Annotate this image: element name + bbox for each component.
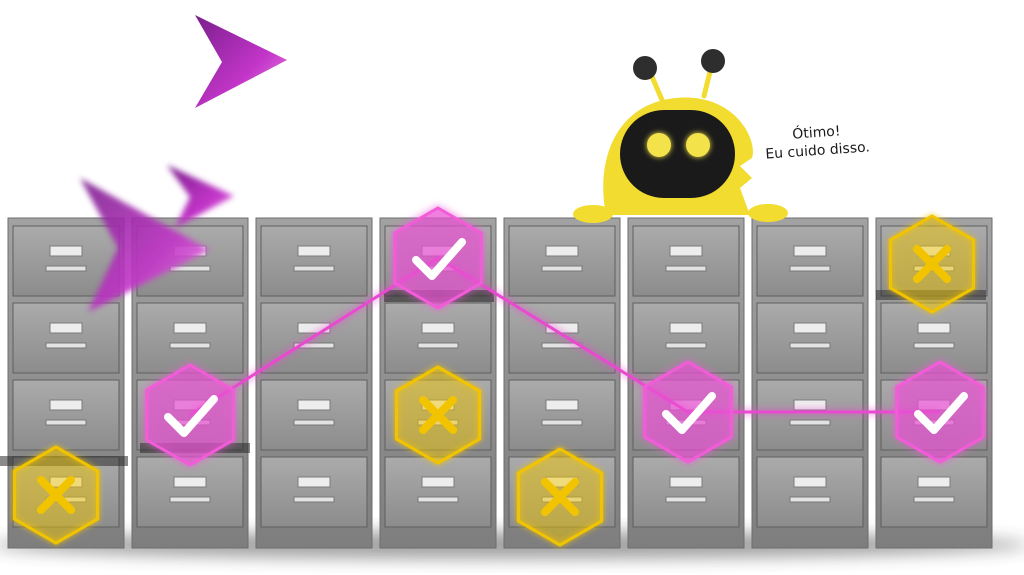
drawer-label-slot xyxy=(545,399,579,411)
drawer-handle xyxy=(913,342,955,349)
drawer xyxy=(756,225,864,297)
drawer-label-slot xyxy=(669,476,703,488)
drawer-handle xyxy=(789,265,831,272)
drawer xyxy=(260,456,368,528)
drawer-label-slot xyxy=(669,245,703,257)
hexagon-icon xyxy=(643,360,733,464)
cross-icon xyxy=(541,478,579,516)
cross-marker-1 xyxy=(888,214,976,314)
cross-marker-4 xyxy=(516,447,604,547)
drawer-label-slot xyxy=(793,476,827,488)
drawer-handle xyxy=(45,342,87,349)
cross-marker-2 xyxy=(394,365,482,465)
drawer-handle xyxy=(541,265,583,272)
robot-eye xyxy=(686,133,710,157)
drawer xyxy=(632,302,740,374)
check-icon xyxy=(914,392,968,434)
cross-icon xyxy=(37,476,75,514)
drawer-handle xyxy=(45,265,87,272)
drawer xyxy=(880,302,988,374)
check-marker-4 xyxy=(895,360,985,464)
arrow-icon xyxy=(195,15,287,108)
drawer-label-slot xyxy=(173,322,207,334)
drawer-handle xyxy=(293,265,335,272)
drawer xyxy=(12,379,120,451)
robot-face xyxy=(620,110,735,198)
drawer xyxy=(880,456,988,528)
drawer-label-slot xyxy=(917,322,951,334)
drawer-handle xyxy=(541,419,583,426)
check-icon xyxy=(164,395,218,437)
drawer-handle xyxy=(417,342,459,349)
arrow-icon xyxy=(167,165,234,228)
drawer xyxy=(508,225,616,297)
drawer xyxy=(384,302,492,374)
drawer-handle xyxy=(789,419,831,426)
arrow-icon xyxy=(80,178,210,312)
drawer-handle xyxy=(665,265,707,272)
drawer xyxy=(756,302,864,374)
connection-path xyxy=(189,256,940,417)
antenna-ball xyxy=(701,49,725,73)
drawer xyxy=(756,456,864,528)
drawer xyxy=(260,225,368,297)
drawer-label-slot xyxy=(917,476,951,488)
check-marker-1 xyxy=(393,206,483,310)
drawer xyxy=(632,225,740,297)
drawer-label-slot xyxy=(793,322,827,334)
drawer-label-slot xyxy=(421,476,455,488)
drawer-handle xyxy=(789,342,831,349)
drawer xyxy=(12,302,120,374)
drawer-label-slot xyxy=(297,399,331,411)
drawer-handle xyxy=(913,496,955,503)
drawer-label-slot xyxy=(793,399,827,411)
drawer-handle xyxy=(169,496,211,503)
decorative-arrows xyxy=(80,15,287,312)
drawer xyxy=(136,302,244,374)
drawer-label-slot xyxy=(297,476,331,488)
drawer-handle xyxy=(665,342,707,349)
drawer-handle xyxy=(293,419,335,426)
drawer-handle xyxy=(417,496,459,503)
cross-icon xyxy=(913,245,951,283)
check-icon xyxy=(412,238,466,280)
hexagon-icon xyxy=(895,360,985,464)
check-marker-2 xyxy=(145,363,235,467)
drawer-handle xyxy=(45,419,87,426)
drawer-label-slot xyxy=(49,245,83,257)
drawer xyxy=(136,456,244,528)
drawer xyxy=(756,379,864,451)
check-marker-3 xyxy=(643,360,733,464)
drawer-label-slot xyxy=(545,245,579,257)
drawer-label-slot xyxy=(173,476,207,488)
antenna-ball xyxy=(633,56,657,80)
cross-icon xyxy=(419,396,457,434)
robot-hand xyxy=(573,205,613,223)
drawer-label-slot xyxy=(297,245,331,257)
hexagon-icon xyxy=(393,206,483,310)
drawer-label-slot xyxy=(49,399,83,411)
drawer-handle xyxy=(293,496,335,503)
drawer xyxy=(508,379,616,451)
markers xyxy=(12,206,985,547)
drawer-label-slot xyxy=(49,322,83,334)
drawer xyxy=(508,302,616,374)
check-icon xyxy=(662,392,716,434)
robot-mascot xyxy=(573,49,788,223)
robot-eye xyxy=(647,133,671,157)
drawer-handle xyxy=(789,496,831,503)
hexagon-icon xyxy=(145,363,235,467)
drawer xyxy=(384,456,492,528)
drawer-label-slot xyxy=(793,245,827,257)
drawer xyxy=(632,456,740,528)
cross-marker-3 xyxy=(12,445,100,545)
drawer-handle xyxy=(169,342,211,349)
robot-hand xyxy=(748,204,788,222)
drawer-label-slot xyxy=(669,322,703,334)
drawer xyxy=(260,379,368,451)
drawer-handle xyxy=(665,496,707,503)
drawer-label-slot xyxy=(421,322,455,334)
